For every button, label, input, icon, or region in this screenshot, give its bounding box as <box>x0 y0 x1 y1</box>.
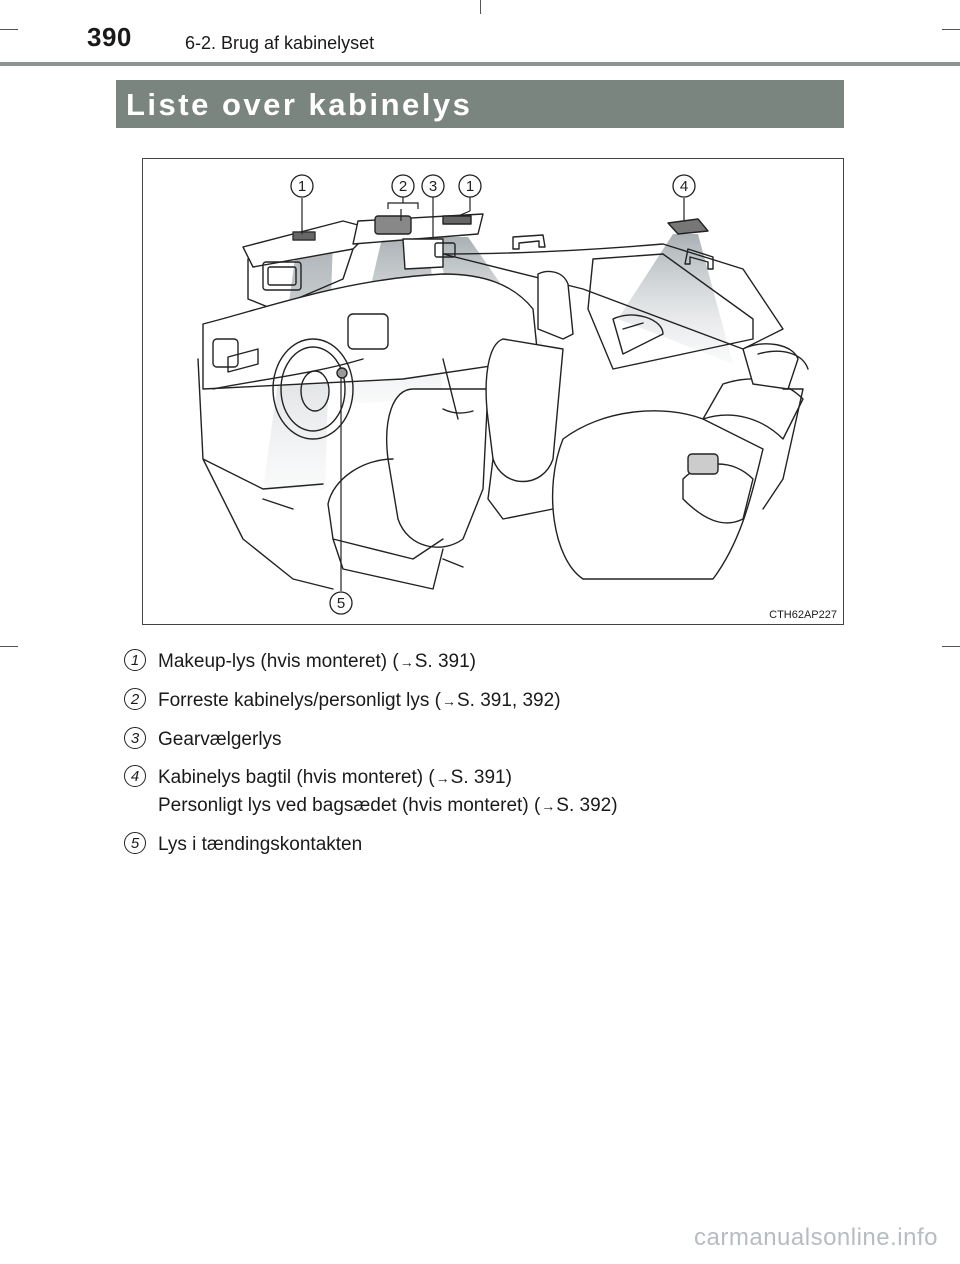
crop-mark <box>942 29 960 30</box>
crop-mark <box>942 646 960 647</box>
legend-list: 1 Makeup-lys (hvis monteret) (→S. 391) 2… <box>124 648 618 869</box>
crop-mark <box>0 646 18 647</box>
callout-label: 1 <box>466 178 474 195</box>
callout-label: 3 <box>429 178 437 195</box>
car-interior-drawing: 1 2 3 1 4 5 <box>143 159 843 624</box>
legend-number-badge: 4 <box>124 765 146 787</box>
legend-item: 3 Gearvælgerlys <box>124 726 618 753</box>
watermark: carmanualsonline.info <box>694 1224 938 1252</box>
legend-line: Kabinelys bagtil (hvis monteret) (→S. 39… <box>158 764 618 792</box>
legend-number-badge: 1 <box>124 649 146 671</box>
legend-line: Makeup-lys (hvis monteret) (→S. 391) <box>158 648 476 676</box>
page-title: Liste over kabinelys <box>126 87 472 123</box>
callout-label: 1 <box>298 178 306 195</box>
arrow-icon: → <box>541 798 555 814</box>
page-number: 390 <box>87 22 132 53</box>
legend-item: 2 Forreste kabinelys/personligt lys (→S.… <box>124 687 618 715</box>
legend-number-badge: 3 <box>124 727 146 749</box>
crop-mark <box>0 29 18 30</box>
arrow-icon: → <box>400 654 414 670</box>
arrow-icon: → <box>436 770 450 786</box>
arrow-icon: → <box>442 693 456 709</box>
legend-item: 1 Makeup-lys (hvis monteret) (→S. 391) <box>124 648 618 676</box>
legend-line: Gearvælgerlys <box>158 726 282 753</box>
legend-item: 4 Kabinelys bagtil (hvis monteret) (→S. … <box>124 764 618 820</box>
section-reference: 6-2. Brug af kabinelyset <box>185 33 374 54</box>
legend-number-badge: 2 <box>124 688 146 710</box>
figure-code: CTH62AP227 <box>769 609 837 621</box>
legend-item: 5 Lys i tændingskontakten <box>124 831 618 858</box>
legend-number-badge: 5 <box>124 832 146 854</box>
callout-label: 2 <box>399 178 407 195</box>
legend-line: Lys i tændingskontakten <box>158 831 362 858</box>
legend-line: Forreste kabinelys/personligt lys (→S. 3… <box>158 687 561 715</box>
cabin-illustration: 1 2 3 1 4 5 CTH62AP227 <box>142 158 844 625</box>
title-bar: Liste over kabinelys <box>116 80 844 128</box>
crop-mark <box>480 0 481 14</box>
legend-line: Personligt lys ved bagsædet (hvis monter… <box>158 792 618 820</box>
callout-label: 4 <box>680 178 688 195</box>
callout-label: 5 <box>337 595 345 612</box>
header-rule <box>0 62 960 66</box>
